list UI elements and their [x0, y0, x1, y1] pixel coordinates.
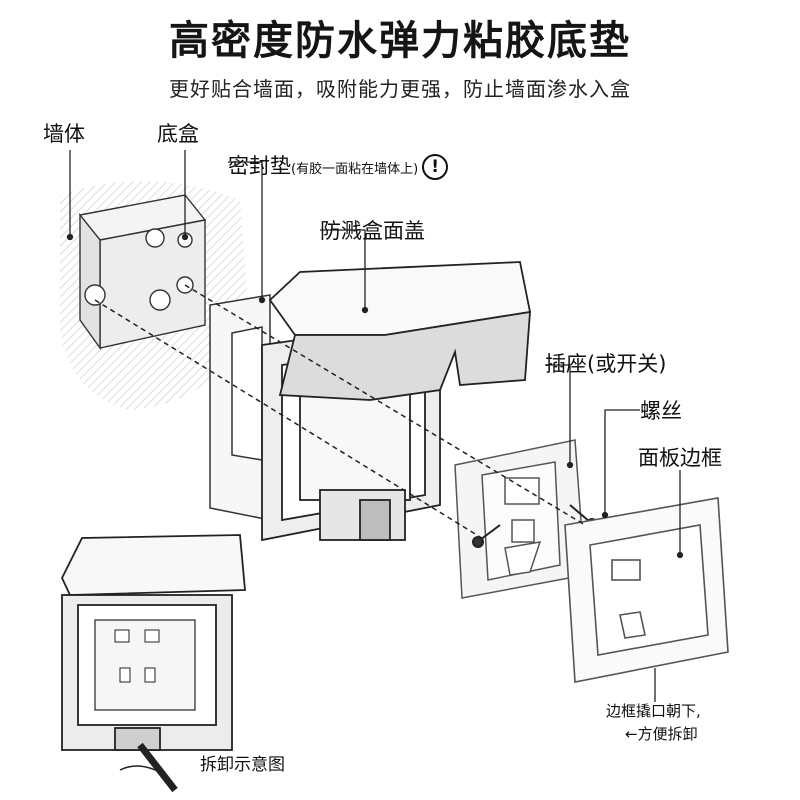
removal-diagram-illustration — [60, 534, 246, 793]
label-bottom-box: 底盒 — [157, 122, 199, 146]
label-frame-note-line2: ←方便拆卸 — [625, 725, 698, 743]
socket-illustration — [454, 439, 586, 599]
page-title: 高密度防水弹力粘胶底垫 — [169, 18, 631, 64]
seal-pad-note: (有胶一面粘在墙体上) — [291, 162, 419, 177]
alignment-dashed-lines — [94, 284, 586, 541]
bottom-box-illustration — [78, 194, 207, 351]
leader-lines — [66, 150, 684, 702]
label-splash-cover: 防溅盒面盖 — [320, 219, 425, 243]
label-wall: 墙体 — [43, 122, 85, 146]
label-seal-pad: 密封垫(有胶一面粘在墙体上)! — [228, 150, 449, 180]
label-panel-frame: 面板边框 — [638, 446, 722, 470]
label-socket: 插座(或开关) — [545, 352, 667, 376]
seal-pad-title: 密封垫 — [228, 154, 291, 178]
label-removal-diagram: 拆卸示意图 — [200, 755, 285, 775]
panel-frame-illustration — [564, 497, 729, 683]
page-subtitle: 更好贴合墙面，吸附能力更强，防止墙面渗水入盒 — [169, 77, 631, 101]
label-screw: 螺丝 — [640, 399, 682, 423]
label-frame-note-line1: 边框撬口朝下, — [606, 702, 701, 720]
warning-icon: ! — [422, 154, 449, 180]
seal-pad-illustration — [209, 294, 271, 521]
